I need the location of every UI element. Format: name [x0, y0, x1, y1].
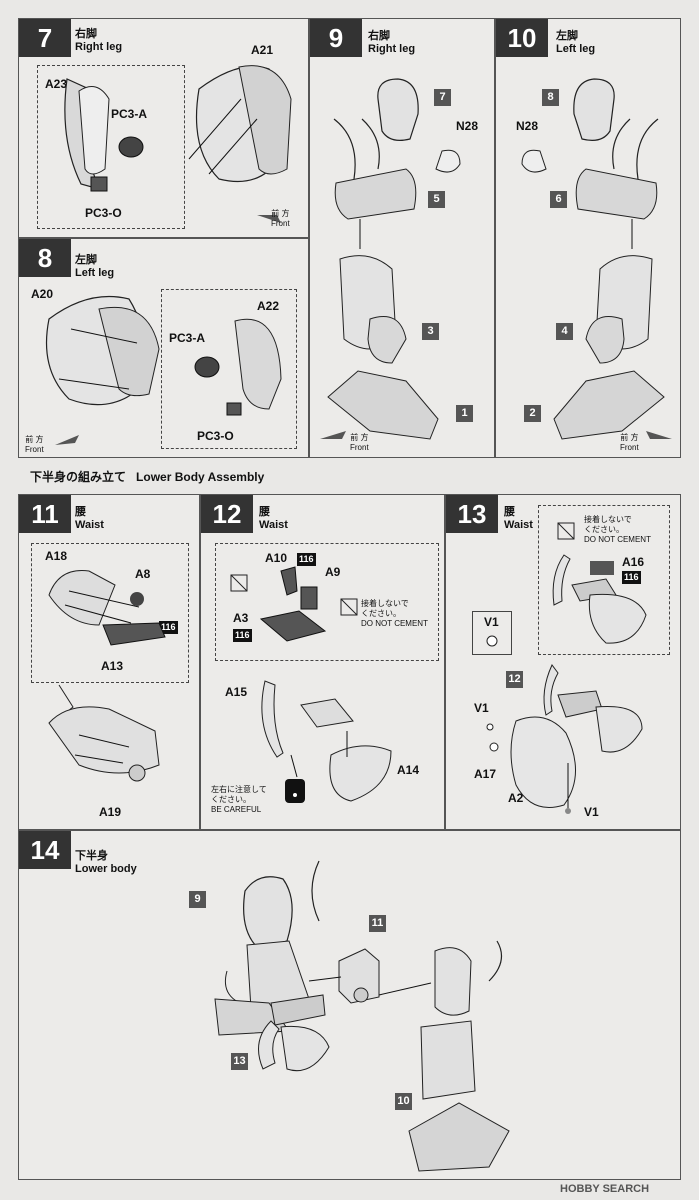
part-label: A2 [508, 791, 524, 805]
color-code-badge: 116 [297, 553, 316, 566]
step-title-jp: 左脚 [556, 30, 578, 42]
part-v1-box [472, 611, 512, 655]
waist-part-illustration [48, 570, 166, 782]
step-12-panel: 12 腰 Waist A10 116 A9 A3 116 接着しないでください。… [200, 494, 445, 830]
color-code-badge: 116 [622, 571, 641, 584]
step-ref-badge: 8 [542, 89, 559, 106]
be-careful-note: 左右に注意してください。BE CAREFUL [211, 785, 267, 814]
part-label: A19 [99, 805, 122, 819]
step-number: 12 [201, 495, 253, 533]
step-number: 8 [19, 239, 71, 277]
step-title-jp: 腰 [259, 506, 270, 518]
part-label: PC3-A [169, 331, 206, 345]
part-label: A3 [233, 611, 249, 625]
part-label: A21 [251, 43, 274, 57]
step-number: 7 [19, 19, 71, 57]
step-title-en: Waist [75, 519, 104, 531]
watermark: HOBBY SEARCH [560, 1183, 650, 1195]
step-ref-badge: 2 [524, 405, 541, 422]
part-label: A13 [101, 659, 124, 673]
step-ref-badge: 13 [231, 1053, 248, 1070]
part-label: A23 [45, 77, 68, 91]
part-label: V1 [484, 615, 499, 629]
subassembly-box [215, 543, 439, 661]
waist-part-illustration [486, 522, 647, 814]
leg-part-illustration [64, 65, 292, 223]
step-number: 9 [310, 19, 362, 57]
part-label: A8 [135, 567, 151, 581]
step-title-en: Left leg [556, 43, 596, 55]
no-cement-note: 接着しないでください。DO NOT CEMENT [584, 515, 651, 544]
step-title-jp: 腰 [504, 506, 515, 518]
part-label: A10 [265, 551, 288, 565]
step-ref-badge: 7 [434, 89, 451, 106]
step-14-panel: 14 下半身 Lower body 9 11 13 10 [18, 830, 681, 1180]
no-cement-note: 接着しないでください。DO NOT CEMENT [361, 599, 428, 628]
subassembly-box [31, 543, 189, 683]
part-label: PC3-O [85, 206, 122, 220]
step-ref-badge: 9 [189, 891, 206, 908]
part-label: A18 [45, 549, 68, 563]
part-label: PC3-O [197, 429, 234, 443]
section-title: 下半身の組み立て Lower Body Assembly [30, 470, 265, 484]
leg-part-illustration [46, 296, 282, 445]
subassembly-box [37, 65, 185, 229]
step-11-panel: 11 腰 Waist A18 A8 116 A13 A19 [18, 494, 200, 830]
step-number: 13 [446, 495, 498, 533]
step-title-en: Waist [504, 519, 533, 531]
step-number: 11 [19, 495, 71, 533]
part-label: V1 [474, 701, 489, 715]
step-ref-badge: 4 [556, 323, 573, 340]
step-title-en: Lower body [75, 863, 137, 875]
part-label: N28 [456, 119, 479, 133]
subassembly-box [538, 505, 670, 655]
leg-assembly-illustration [521, 78, 672, 440]
step-ref-badge: 5 [428, 191, 445, 208]
step-ref-badge: 11 [369, 915, 386, 932]
subassembly-box [161, 289, 297, 449]
step-title-jp: 左脚 [75, 254, 97, 266]
step-ref-badge: 10 [395, 1093, 412, 1110]
part-label: A22 [257, 299, 280, 313]
part-label: A17 [474, 767, 497, 781]
part-label: A15 [225, 685, 248, 699]
part-label: A16 [622, 555, 645, 569]
part-label: A14 [397, 763, 420, 777]
step-title-jp: 下半身 [75, 850, 108, 862]
step-13-panel: 13 腰 Waist 接着しないでください。DO NOT CEMENT A16 … [445, 494, 681, 830]
step-title-en: Left leg [75, 267, 115, 279]
leg-assembly-illustration [320, 78, 461, 440]
waist-part-illustration [230, 566, 392, 803]
part-label: A9 [325, 565, 341, 579]
color-code-badge: 116 [159, 621, 178, 634]
step-ref-badge: 6 [550, 191, 567, 208]
step-title-en: Waist [259, 519, 288, 531]
part-label: PC3-A [111, 107, 148, 121]
step-ref-badge: 3 [422, 323, 439, 340]
step-ref-badge: 12 [506, 671, 523, 688]
part-label: V1 [584, 805, 599, 819]
step-number: 10 [496, 19, 548, 57]
color-code-badge: 116 [233, 629, 252, 642]
step-title-jp: 右脚 [75, 28, 97, 40]
step-title-en: Right leg [368, 43, 416, 55]
step-title-jp: 腰 [75, 506, 86, 518]
step-title-jp: 右脚 [368, 30, 390, 42]
part-label: A20 [31, 287, 54, 301]
lower-body-assembly-illustration [214, 860, 510, 1172]
step-title-en: Right leg [75, 41, 123, 53]
step-ref-badge: 1 [456, 405, 473, 422]
step-number: 14 [19, 831, 71, 869]
part-label: N28 [516, 119, 539, 133]
